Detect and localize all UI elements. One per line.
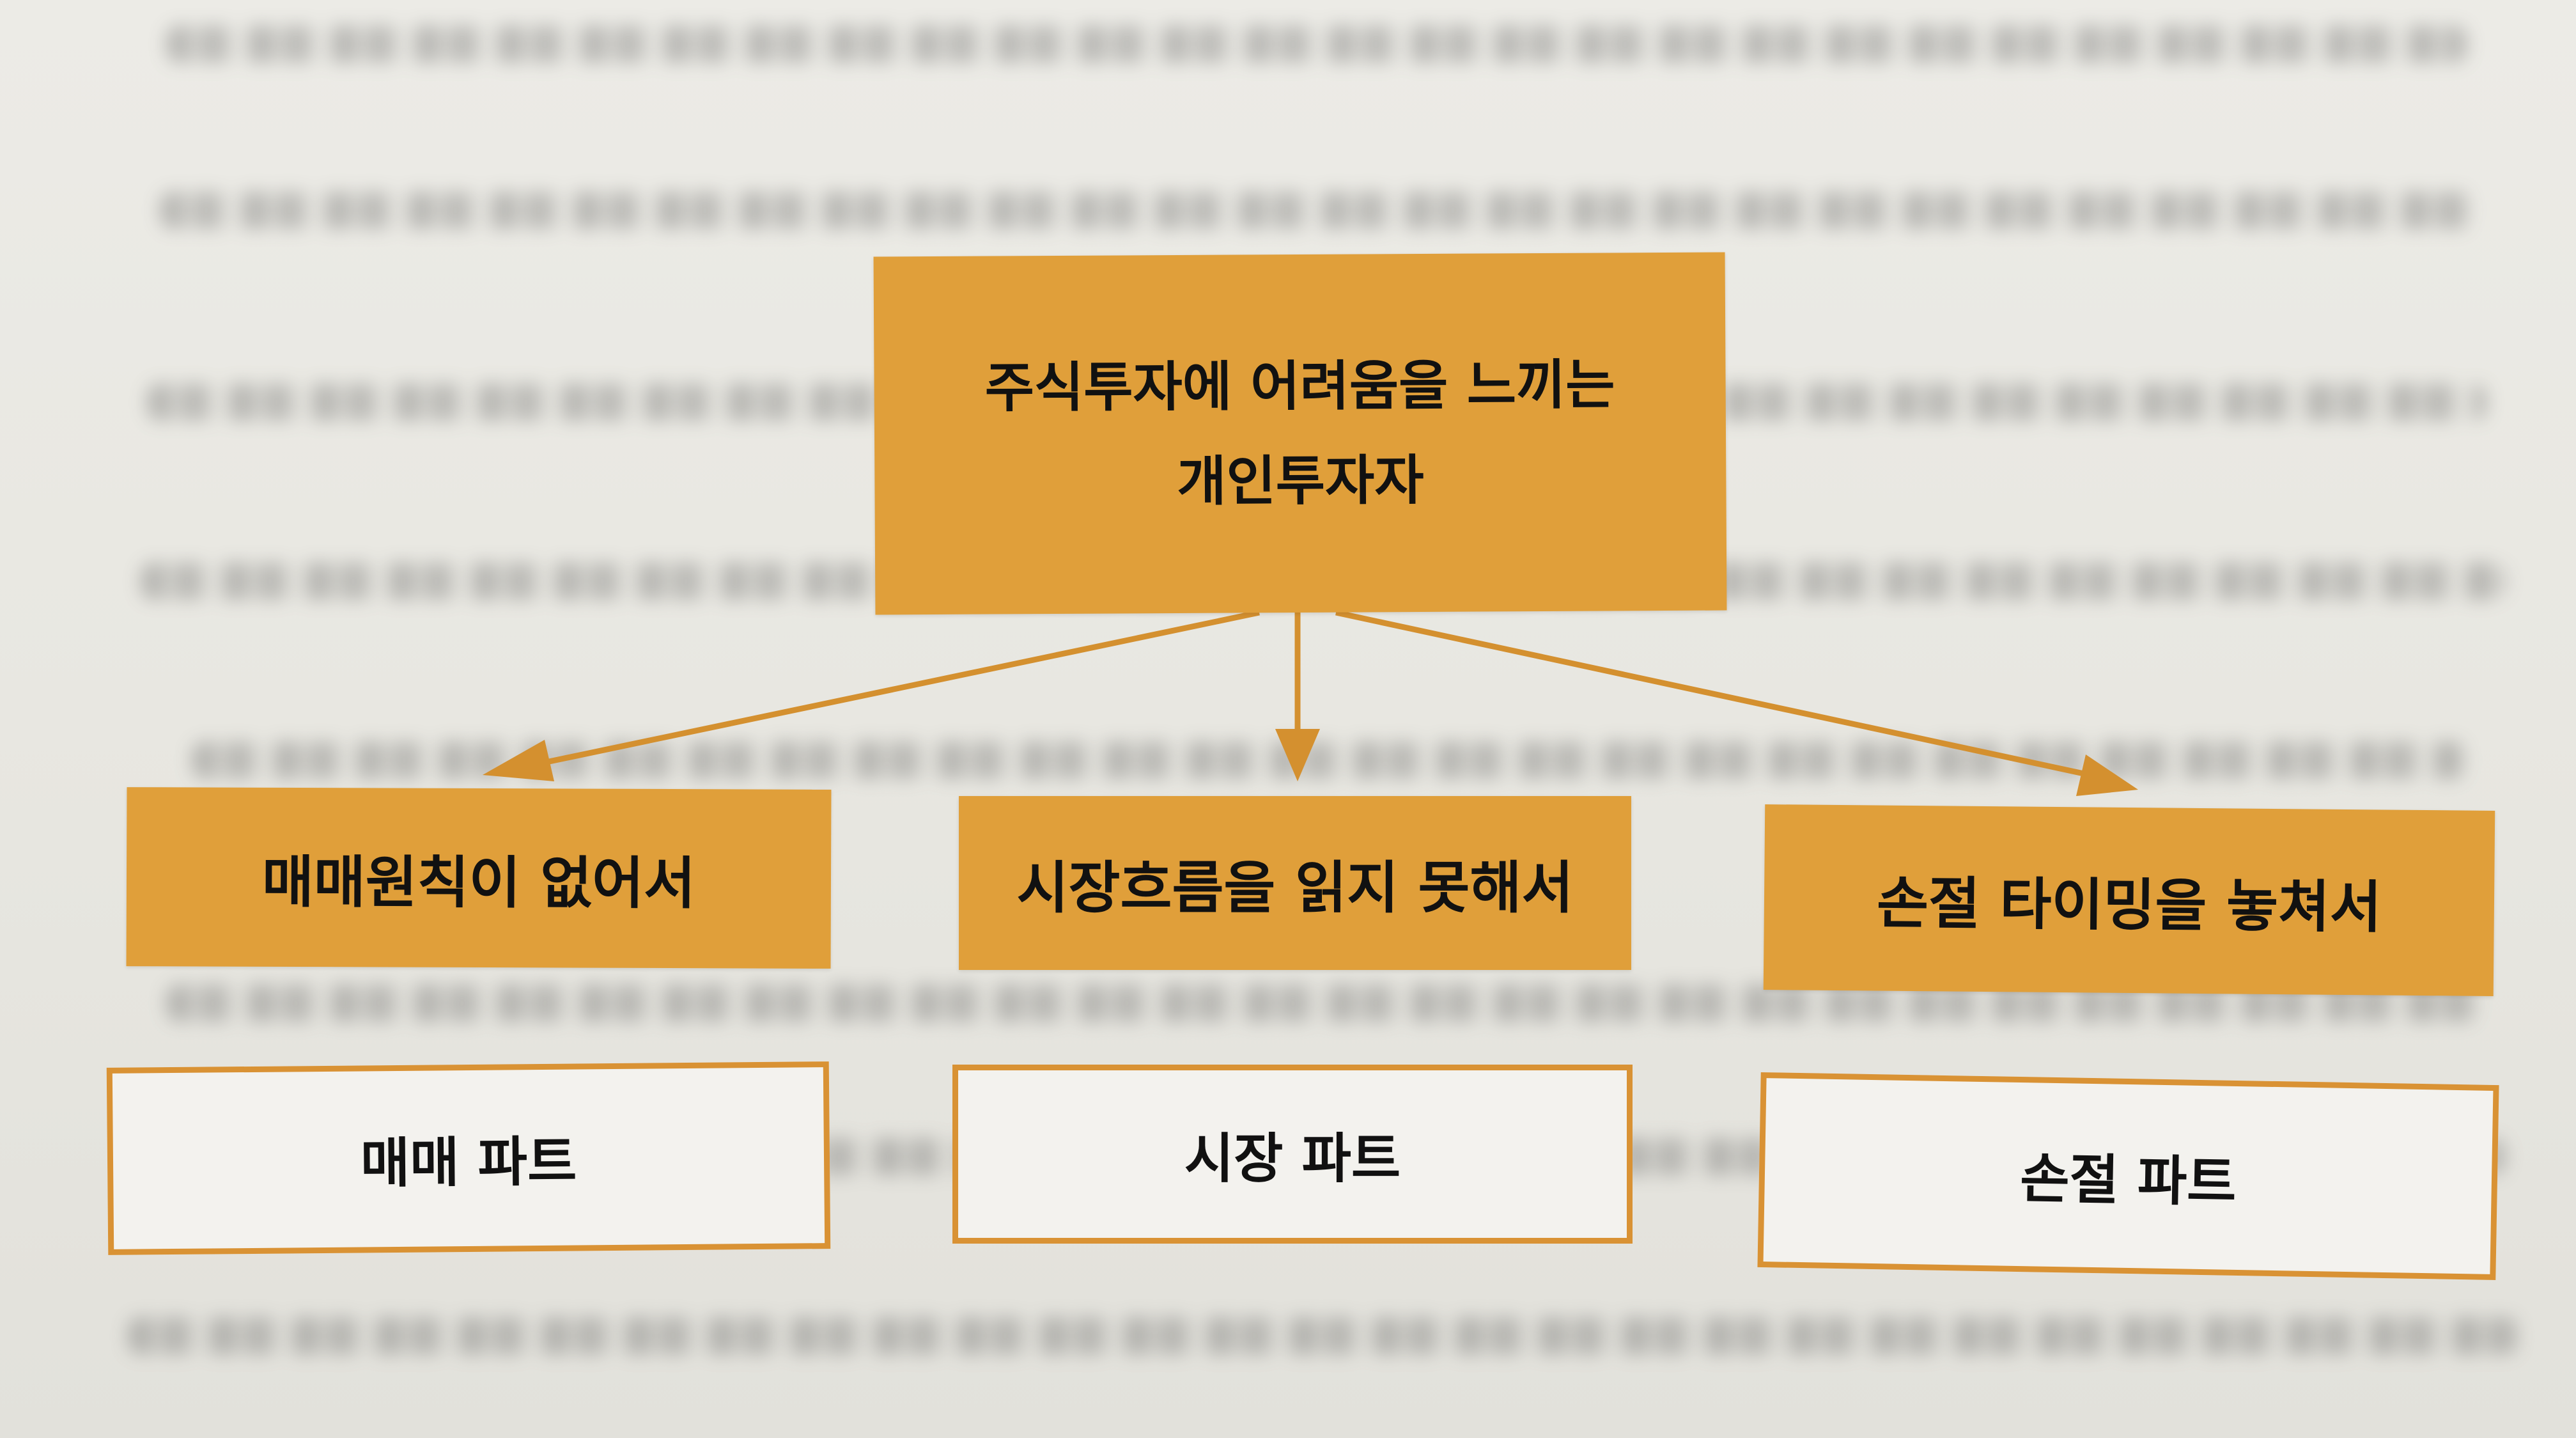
root-box: 주식투자에 어려움을 느끼는 개인투자자 (873, 252, 1727, 615)
cause-box-trading: 매매원칙이 없어서 (126, 787, 832, 969)
background-text-line (160, 192, 2474, 229)
cause-label-market: 시장흐름을 읽지 못해서 (1016, 854, 1574, 921)
arrow-line-right (1335, 609, 2084, 777)
part-box-trading: 매매 파트 (106, 1061, 831, 1255)
part-box-market: 시장 파트 (952, 1065, 1633, 1244)
arrow-line-left (536, 609, 1260, 767)
arrow-head-right (2076, 754, 2138, 796)
arrow-head-center (1275, 729, 1320, 781)
part-label-stoploss: 손절 파트 (2019, 1147, 2237, 1214)
arrow-head-left (483, 740, 554, 781)
part-label-market: 시장 파트 (1184, 1127, 1401, 1190)
part-label-trading: 매매 파트 (360, 1130, 577, 1195)
background-text-line (166, 26, 2467, 63)
part-box-stoploss: 손절 파트 (1757, 1072, 2499, 1281)
cause-label-trading: 매매원칙이 없어서 (261, 848, 696, 916)
background-text-line (128, 1317, 2518, 1354)
root-label: 주식투자에 어려움을 느끼는 개인투자자 (984, 353, 1615, 513)
cause-label-stoploss: 손절 타이밍을 놓쳐서 (1876, 870, 2382, 940)
cause-box-market: 시장흐름을 읽지 못해서 (959, 796, 1631, 970)
cause-box-stoploss: 손절 타이밍을 놓쳐서 (1763, 804, 2495, 996)
